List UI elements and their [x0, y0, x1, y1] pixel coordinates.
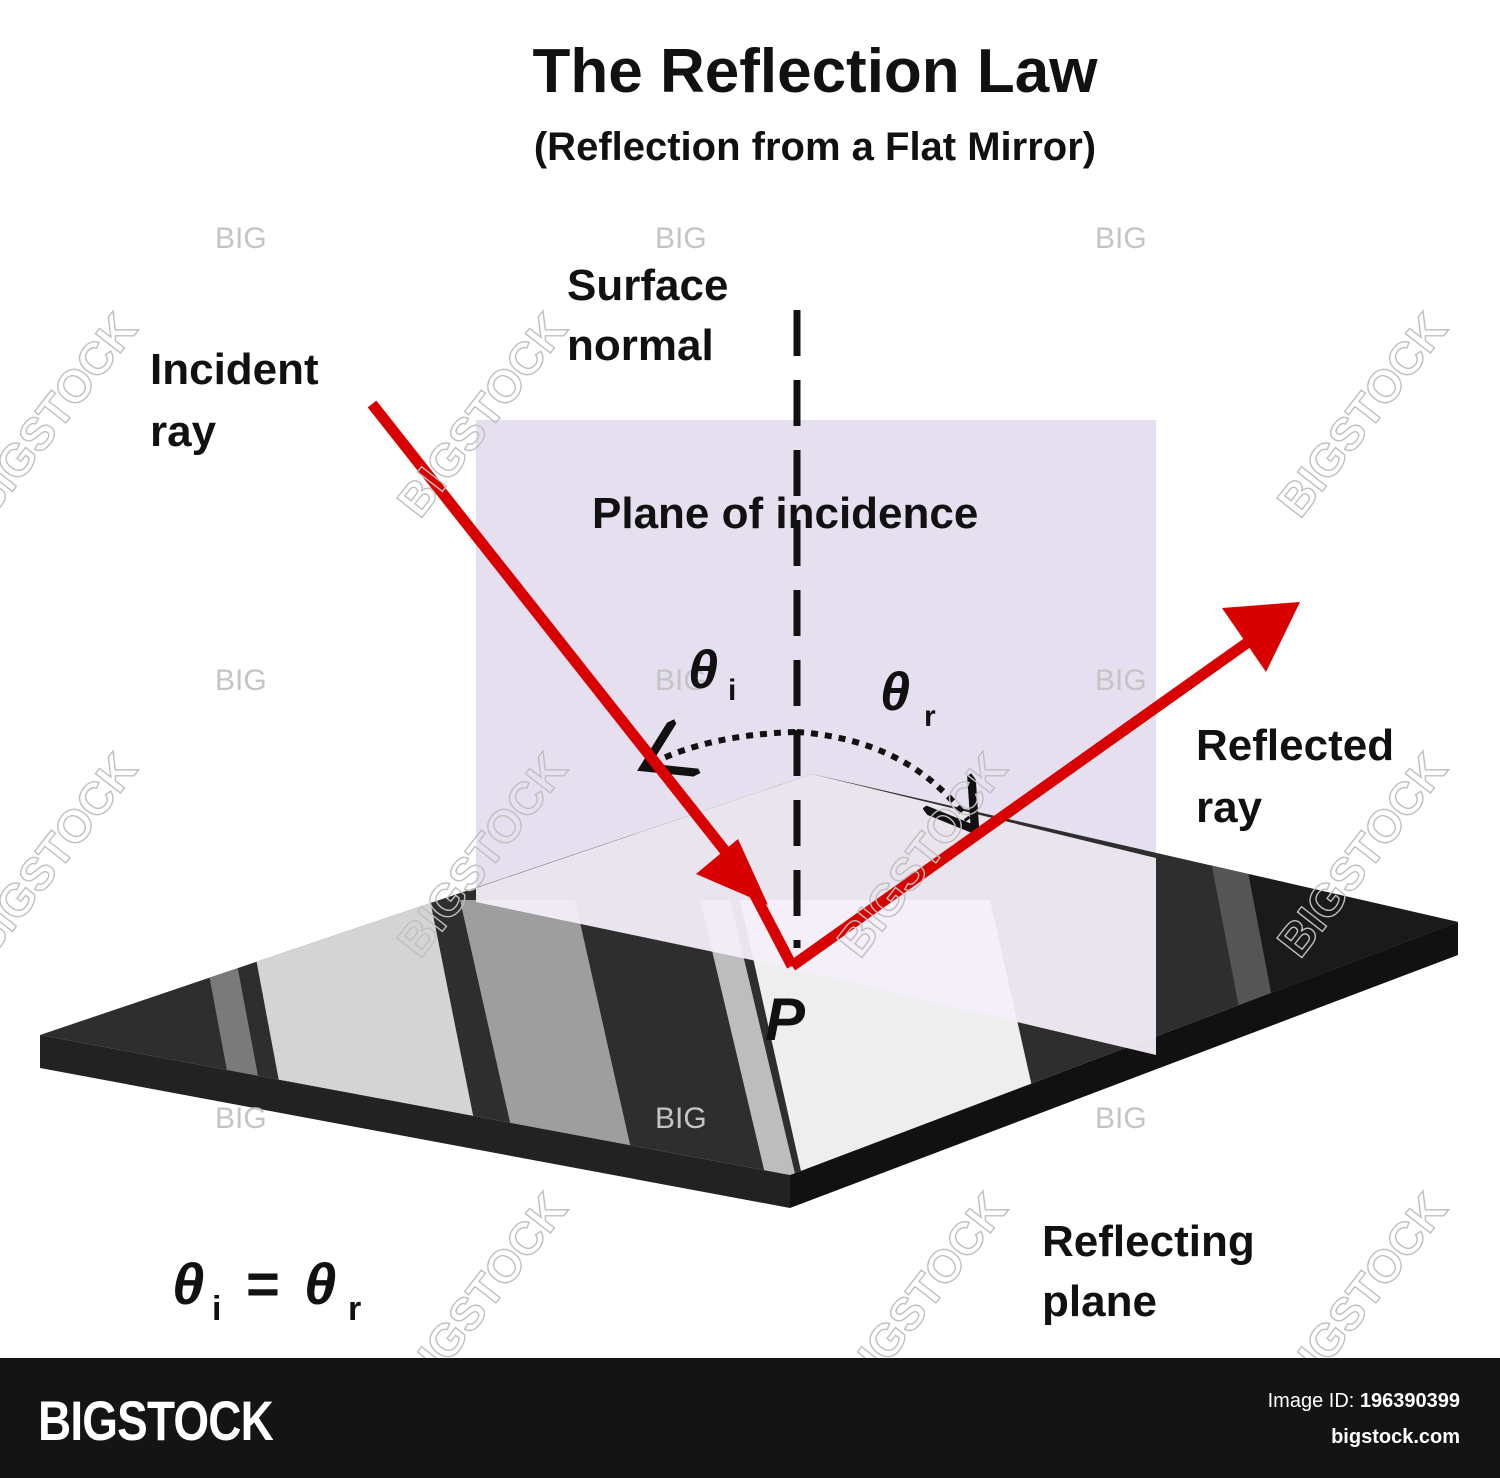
- reflected-ray: [788, 623, 1272, 971]
- label-point-p: P: [765, 986, 806, 1053]
- label-reflected-ray-line2: ray: [1196, 783, 1263, 832]
- theta-symbol: θ: [688, 640, 718, 700]
- incident-ray-tail: [740, 873, 797, 969]
- watermark-diagonal: BIGSTOCK: [387, 1183, 577, 1358]
- reflection-diagram: BIG BIG BIG BIG BIG BIG BIG BIG BIG BIGS…: [0, 37, 1458, 1358]
- angle-arc-reflected: [796, 729, 968, 820]
- theta-subscript: r: [924, 700, 936, 733]
- watermark-big: BIG: [215, 1102, 267, 1135]
- theta-symbol: θ: [880, 662, 910, 722]
- equation-theta: θ: [304, 1252, 336, 1317]
- footer-bar: BIGSTOCK Image ID: 196390399 bigstock.co…: [0, 1358, 1500, 1478]
- watermark-diagonal: BIGSTOCK: [1267, 303, 1457, 526]
- angle-arc-incident: [655, 732, 796, 762]
- watermark-big: BIG: [215, 222, 267, 255]
- watermark-diagonal: BIGSTOCK: [827, 1183, 1017, 1358]
- watermark-big: BIG: [1095, 664, 1147, 697]
- label-incident-ray-line1: Incident: [150, 345, 319, 394]
- site-url: bigstock.com: [1331, 1426, 1460, 1448]
- label-theta-i: θ i: [688, 640, 736, 707]
- label-incident-ray-line2: ray: [150, 407, 217, 456]
- page-subtitle: (Reflection from a Flat Mirror): [534, 125, 1096, 169]
- watermark-big: BIG: [215, 664, 267, 697]
- reflection-equation: θ i = θ r: [172, 1252, 361, 1328]
- watermark-big: BIG: [1095, 1102, 1147, 1135]
- reflected-ray-arrowhead: [1222, 602, 1300, 672]
- image-id: Image ID: 196390399: [1268, 1390, 1460, 1413]
- image-id-label: Image ID:: [1267, 1390, 1355, 1412]
- label-surface-normal-line2: normal: [567, 321, 714, 370]
- theta-subscript: i: [728, 674, 736, 707]
- plane-of-incidence-lower: [476, 774, 1156, 1055]
- watermark-big: BIG: [655, 222, 707, 255]
- label-reflected-ray-line1: Reflected: [1196, 721, 1394, 770]
- label-plane-of-incidence: Plane of incidence: [592, 489, 978, 538]
- equation-subscript: i: [212, 1290, 221, 1328]
- watermark-big: BIG: [655, 1102, 707, 1135]
- label-reflecting-plane-line2: plane: [1042, 1277, 1157, 1326]
- label-surface-normal-line1: Surface: [567, 261, 728, 310]
- equation-theta: θ: [172, 1252, 204, 1317]
- mirror-right-face: [790, 922, 1458, 1208]
- label-theta-r: θ r: [880, 662, 936, 733]
- watermark-diagonal: BIGSTOCK: [0, 303, 147, 526]
- watermark-big: BIG: [1095, 222, 1147, 255]
- watermark-diagonal: BIGSTOCK: [0, 743, 147, 966]
- page-title: The Reflection Law: [533, 37, 1099, 106]
- watermark-diagonal: BIGSTOCK: [1267, 1183, 1457, 1358]
- image-id-value: 196390399: [1359, 1390, 1460, 1412]
- incident-ray: [367, 400, 753, 884]
- watermark-big: BIG: [655, 664, 707, 697]
- label-reflecting-plane-line1: Reflecting: [1042, 1217, 1255, 1266]
- equation-subscript: r: [348, 1290, 361, 1328]
- mirror-front-face: [40, 1035, 790, 1208]
- equation-equals: =: [246, 1252, 280, 1317]
- brand-logo: BIGSTOCK: [38, 1389, 274, 1452]
